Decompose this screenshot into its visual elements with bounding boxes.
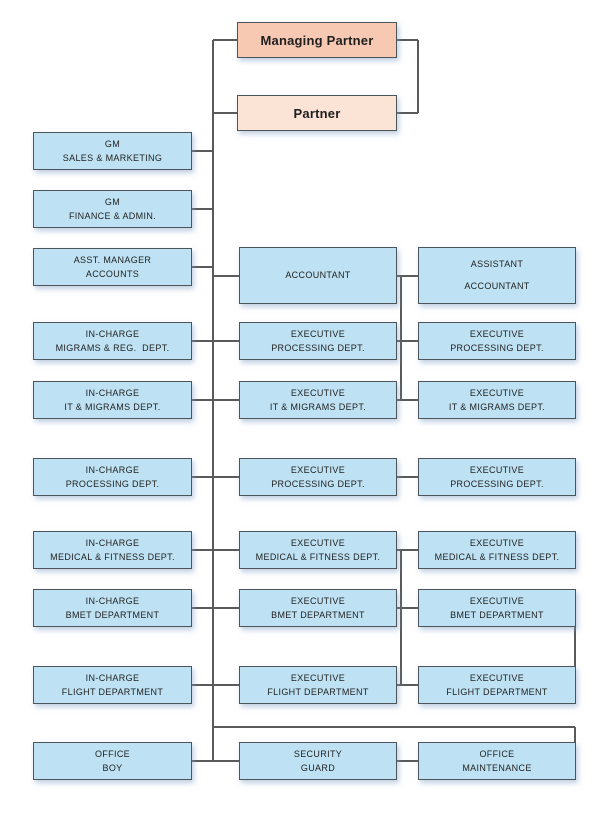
node-managing-partner: Managing Partner bbox=[237, 22, 397, 58]
node-label: GM bbox=[104, 196, 121, 207]
node-incharge-flight-department: IN-CHARGE FLIGHT DEPARTMENT bbox=[33, 666, 192, 704]
node-label: PROCESSING DEPT. bbox=[450, 342, 544, 353]
node-label: EXECUTIVE bbox=[290, 328, 346, 339]
node-label: FLIGHT DEPARTMENT bbox=[267, 686, 369, 697]
node-label: EXECUTIVE bbox=[469, 387, 525, 398]
node-label: Partner bbox=[293, 105, 341, 121]
node-label: EXECUTIVE bbox=[290, 387, 346, 398]
node-label: Managing Partner bbox=[260, 32, 374, 48]
node-gm-sales-marketing: GM SALES & MARKETING bbox=[33, 132, 192, 170]
node-label: EXECUTIVE bbox=[290, 537, 346, 548]
node-label: IN-CHARGE bbox=[85, 537, 140, 548]
node-executive-processing-dept-right-2: EXECUTIVE PROCESSING DEPT. bbox=[418, 458, 576, 496]
node-incharge-processing-dept: IN-CHARGE PROCESSING DEPT. bbox=[33, 458, 192, 496]
node-label: OFFICE bbox=[94, 748, 131, 759]
node-label: PROCESSING DEPT. bbox=[271, 342, 365, 353]
node-label: IN-CHARGE bbox=[85, 672, 140, 683]
node-label: ACCOUNTS bbox=[85, 268, 140, 279]
node-label: MEDICAL & FITNESS DEPT. bbox=[255, 551, 381, 562]
node-executive-bmet-department-mid: EXECUTIVE BMET DEPARTMENT bbox=[239, 589, 397, 627]
node-label: PROCESSING DEPT. bbox=[65, 478, 160, 489]
node-label: FLIGHT DEPARTMENT bbox=[446, 686, 548, 697]
node-label: EXECUTIVE bbox=[290, 595, 346, 606]
node-executive-bmet-department-right: EXECUTIVE BMET DEPARTMENT bbox=[418, 589, 576, 627]
node-label: BMET DEPARTMENT bbox=[65, 609, 160, 620]
node-partner: Partner bbox=[237, 95, 397, 131]
node-label: IN-CHARGE bbox=[85, 464, 140, 475]
node-label: MEDICAL & FITNESS DEPT. bbox=[50, 551, 175, 562]
node-label: SECURITY bbox=[293, 748, 343, 759]
node-office-maintenance: OFFICE MAINTENANCE bbox=[418, 742, 576, 780]
node-executive-it-migrams-dept-mid: EXECUTIVE IT & MIGRAMS DEPT. bbox=[239, 381, 397, 419]
node-label: FINANCE & ADMIN. bbox=[68, 210, 157, 221]
node-label: IT & MIGRAMS DEPT. bbox=[448, 401, 546, 412]
node-label: GUARD bbox=[300, 762, 336, 773]
node-incharge-migrams-reg-dept: IN-CHARGE MIGRAMS & REG. DEPT. bbox=[33, 322, 192, 360]
node-label: ASST. MANAGER bbox=[73, 254, 152, 265]
node-label: PROCESSING DEPT. bbox=[450, 478, 544, 489]
node-label: SALES & MARKETING bbox=[62, 152, 163, 163]
node-executive-it-migrams-dept-right: EXECUTIVE IT & MIGRAMS DEPT. bbox=[418, 381, 576, 419]
node-label: BOY bbox=[102, 762, 123, 773]
node-label: MIGRAMS & REG. DEPT. bbox=[55, 342, 170, 353]
node-executive-medical-fitness-dept-mid: EXECUTIVE MEDICAL & FITNESS DEPT. bbox=[239, 531, 397, 569]
node-executive-processing-dept-right-1: EXECUTIVE PROCESSING DEPT. bbox=[418, 322, 576, 360]
node-label: OFFICE bbox=[479, 748, 515, 759]
node-executive-flight-department-mid: EXECUTIVE FLIGHT DEPARTMENT bbox=[239, 666, 397, 704]
node-executive-processing-dept-mid-1: EXECUTIVE PROCESSING DEPT. bbox=[239, 322, 397, 360]
node-accountant: ACCOUNTANT bbox=[239, 247, 397, 304]
node-label: IT & MIGRAMS DEPT. bbox=[269, 401, 367, 412]
node-incharge-medical-fitness-dept: IN-CHARGE MEDICAL & FITNESS DEPT. bbox=[33, 531, 192, 569]
node-label: IT & MIGRAMS DEPT. bbox=[64, 401, 161, 412]
node-security-guard: SECURITY GUARD bbox=[239, 742, 397, 780]
node-gm-finance-admin: GM FINANCE & ADMIN. bbox=[33, 190, 192, 228]
node-label: PROCESSING DEPT. bbox=[271, 478, 365, 489]
node-label: IN-CHARGE bbox=[85, 595, 140, 606]
node-incharge-bmet-department: IN-CHARGE BMET DEPARTMENT bbox=[33, 589, 192, 627]
node-label: MEDICAL & FITNESS DEPT. bbox=[434, 551, 560, 562]
node-label: FLIGHT DEPARTMENT bbox=[61, 686, 164, 697]
node-label: EXECUTIVE bbox=[469, 595, 525, 606]
node-label: ACCOUNTANT bbox=[464, 281, 530, 291]
node-asst-manager-accounts: ASST. MANAGER ACCOUNTS bbox=[33, 248, 192, 286]
node-label: ACCOUNTANT bbox=[285, 270, 351, 280]
node-label: ASSISTANT bbox=[470, 259, 524, 269]
node-label: EXECUTIVE bbox=[290, 464, 346, 475]
node-label: EXECUTIVE bbox=[469, 328, 525, 339]
node-executive-medical-fitness-dept-right: EXECUTIVE MEDICAL & FITNESS DEPT. bbox=[418, 531, 576, 569]
node-label: BMET DEPARTMENT bbox=[271, 609, 365, 620]
node-label: IN-CHARGE bbox=[85, 328, 140, 339]
node-office-boy: OFFICE BOY bbox=[33, 742, 192, 780]
node-incharge-it-migrams-dept: IN-CHARGE IT & MIGRAMS DEPT. bbox=[33, 381, 192, 419]
node-label: EXECUTIVE bbox=[469, 672, 525, 683]
node-label: BMET DEPARTMENT bbox=[450, 609, 544, 620]
node-label: EXECUTIVE bbox=[290, 672, 346, 683]
node-label: EXECUTIVE bbox=[469, 537, 525, 548]
node-executive-flight-department-right: EXECUTIVE FLIGHT DEPARTMENT bbox=[418, 666, 576, 704]
node-label: MAINTENANCE bbox=[462, 762, 532, 773]
node-executive-processing-dept-mid-2: EXECUTIVE PROCESSING DEPT. bbox=[239, 458, 397, 496]
node-label: IN-CHARGE bbox=[85, 387, 140, 398]
node-assistant-accountant: ASSISTANT ACCOUNTANT bbox=[418, 247, 576, 304]
node-label: GM bbox=[104, 138, 121, 149]
node-label: EXECUTIVE bbox=[469, 464, 525, 475]
